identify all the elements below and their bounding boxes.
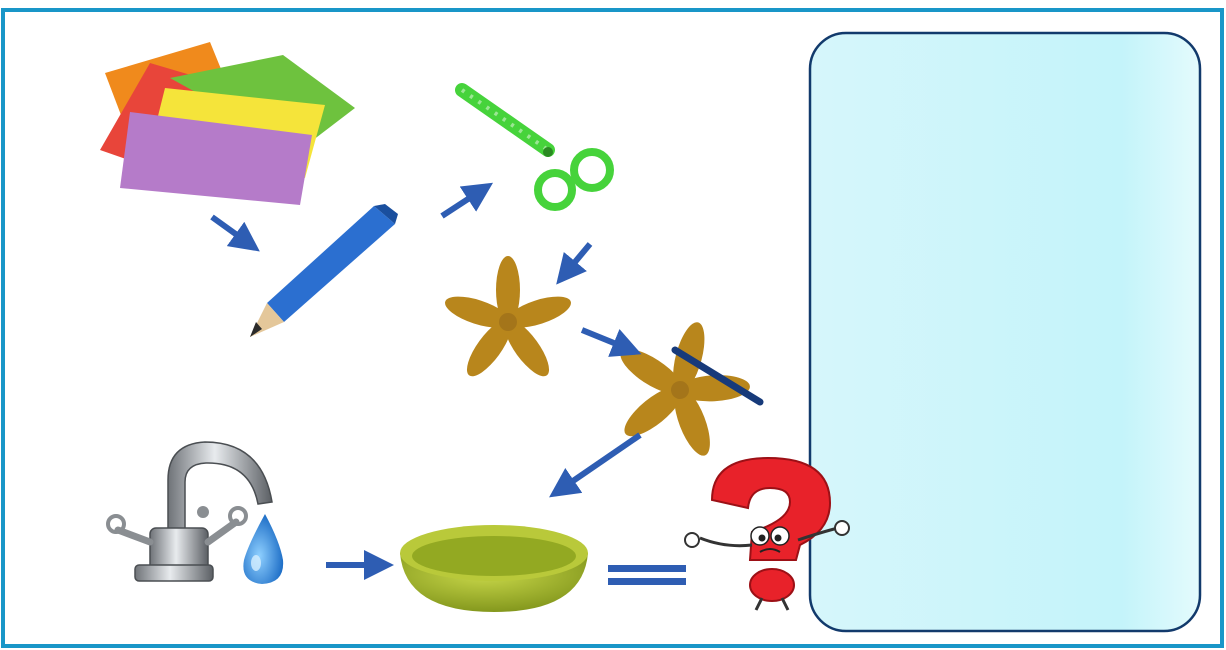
answer-box bbox=[810, 33, 1200, 631]
